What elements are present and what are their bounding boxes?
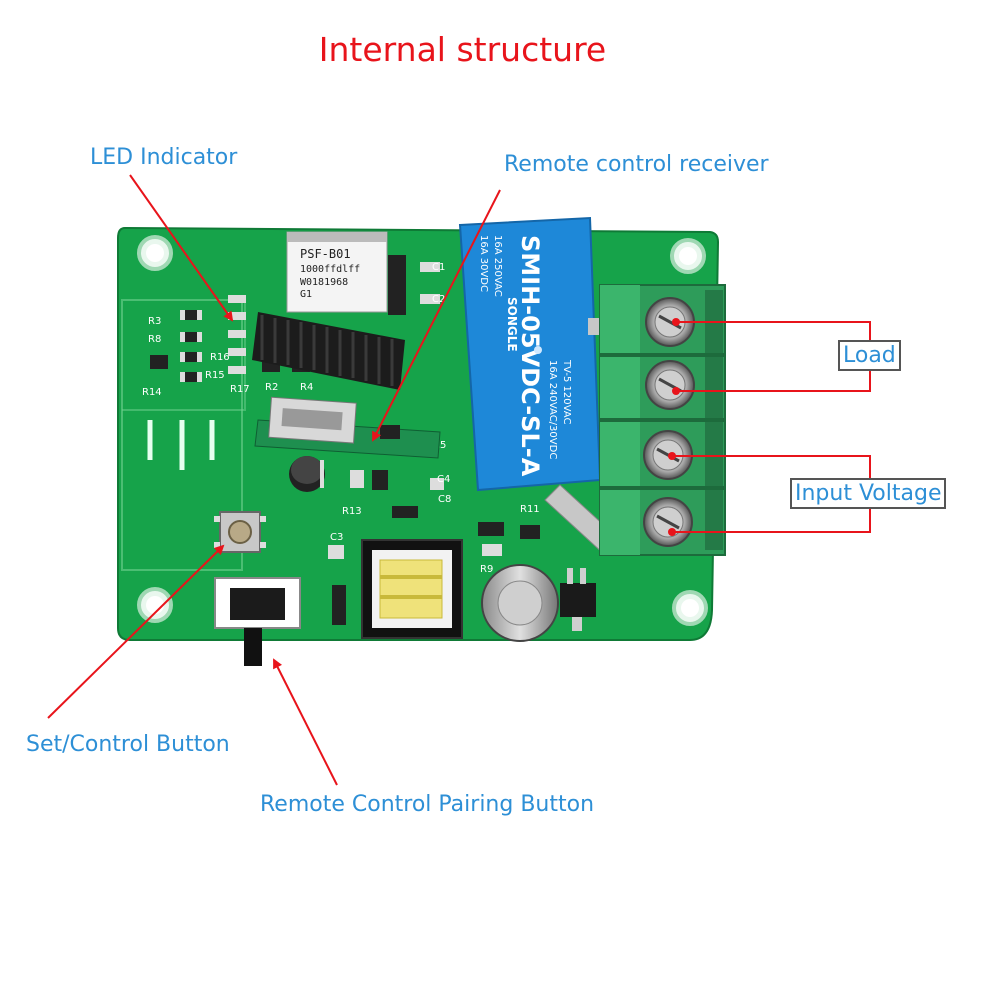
electrolytic-capacitor-small [289,456,325,492]
label-input-voltage: Input Voltage [790,478,947,509]
diagram-title: Internal structure [318,30,607,69]
arrow-pairing-button [273,658,338,786]
arrow-led-indicator [129,174,234,322]
label-set-control-button: Set/Control Button [26,732,230,757]
electrolytic-capacitor-large [481,564,559,642]
rf-receiver-board [254,396,441,459]
transistor [560,568,596,631]
mounting-hole [672,590,708,626]
transformer [361,539,463,639]
relay-rating-2: 16A 30VDC [478,235,489,292]
pairing-button [214,577,301,666]
label-pairing-button: Remote Control Pairing Button [260,792,595,817]
silk-c2: C2 [432,294,445,305]
module-line-4: G1 [300,289,312,300]
arrow-remote-receiver [372,189,501,442]
silk-r16: R16 [210,352,230,363]
silk-r2: R2 [265,382,278,393]
label-remote-receiver: Remote control receiver [504,152,769,177]
arrow-set-control-button [47,544,225,719]
led-indicator [228,312,246,320]
silk-r11: R11 [520,504,540,515]
silk-c1: C1 [432,262,445,273]
silk-r14: R14 [142,387,162,398]
silk-r15: R15 [205,370,225,381]
label-led-indicator: LED Indicator [90,145,238,170]
mounting-hole [137,587,173,623]
label-load: Load [838,340,901,371]
silk-r9: R9 [480,564,493,575]
spring-antenna [252,312,405,390]
silk-c8: C8 [438,494,451,505]
silk-c5: C5 [433,440,446,451]
relay-model: SMIH-05VDC-SL-A [516,235,544,477]
mounting-hole [137,235,173,271]
silk-r4: R4 [300,382,313,393]
module-line-3: W0181968 [300,277,348,288]
silk-r13: R13 [342,506,362,517]
relay-rating-3: 16A 240VAC/30VDC [547,360,558,459]
silk-c3: C3 [330,532,343,543]
callout-arrows [47,174,501,786]
silk-r3: R3 [148,316,161,327]
module-line-1: PSF-B01 [300,247,351,261]
module-line-2: 1000ffdlff [300,264,360,275]
mounting-hole [670,238,706,274]
silk-r17: R17 [230,384,250,395]
silk-c4: C4 [437,474,450,485]
relay-rating-4: TV-5 120VAC [561,359,572,424]
controller-module: PSF-B01 1000ffdlff W0181968 G1 [286,231,388,313]
terminal-screw [645,297,695,347]
relay-rating-1: 16A 250VAC [492,235,503,297]
relay-brand: SONGLE [505,297,519,352]
terminal-screw [643,497,693,547]
silkscreen-labels: R3 R8 R14 R15 R16 R17 R2 R4 R13 R11 R9 C… [142,262,540,575]
set-control-button [214,511,266,553]
relay: 16A 250VAC 16A 30VDC SONGLE SMIH-05VDC-S… [458,216,602,492]
silk-r8: R8 [148,334,161,345]
smd-components [150,255,540,625]
terminal-screw [645,360,695,410]
